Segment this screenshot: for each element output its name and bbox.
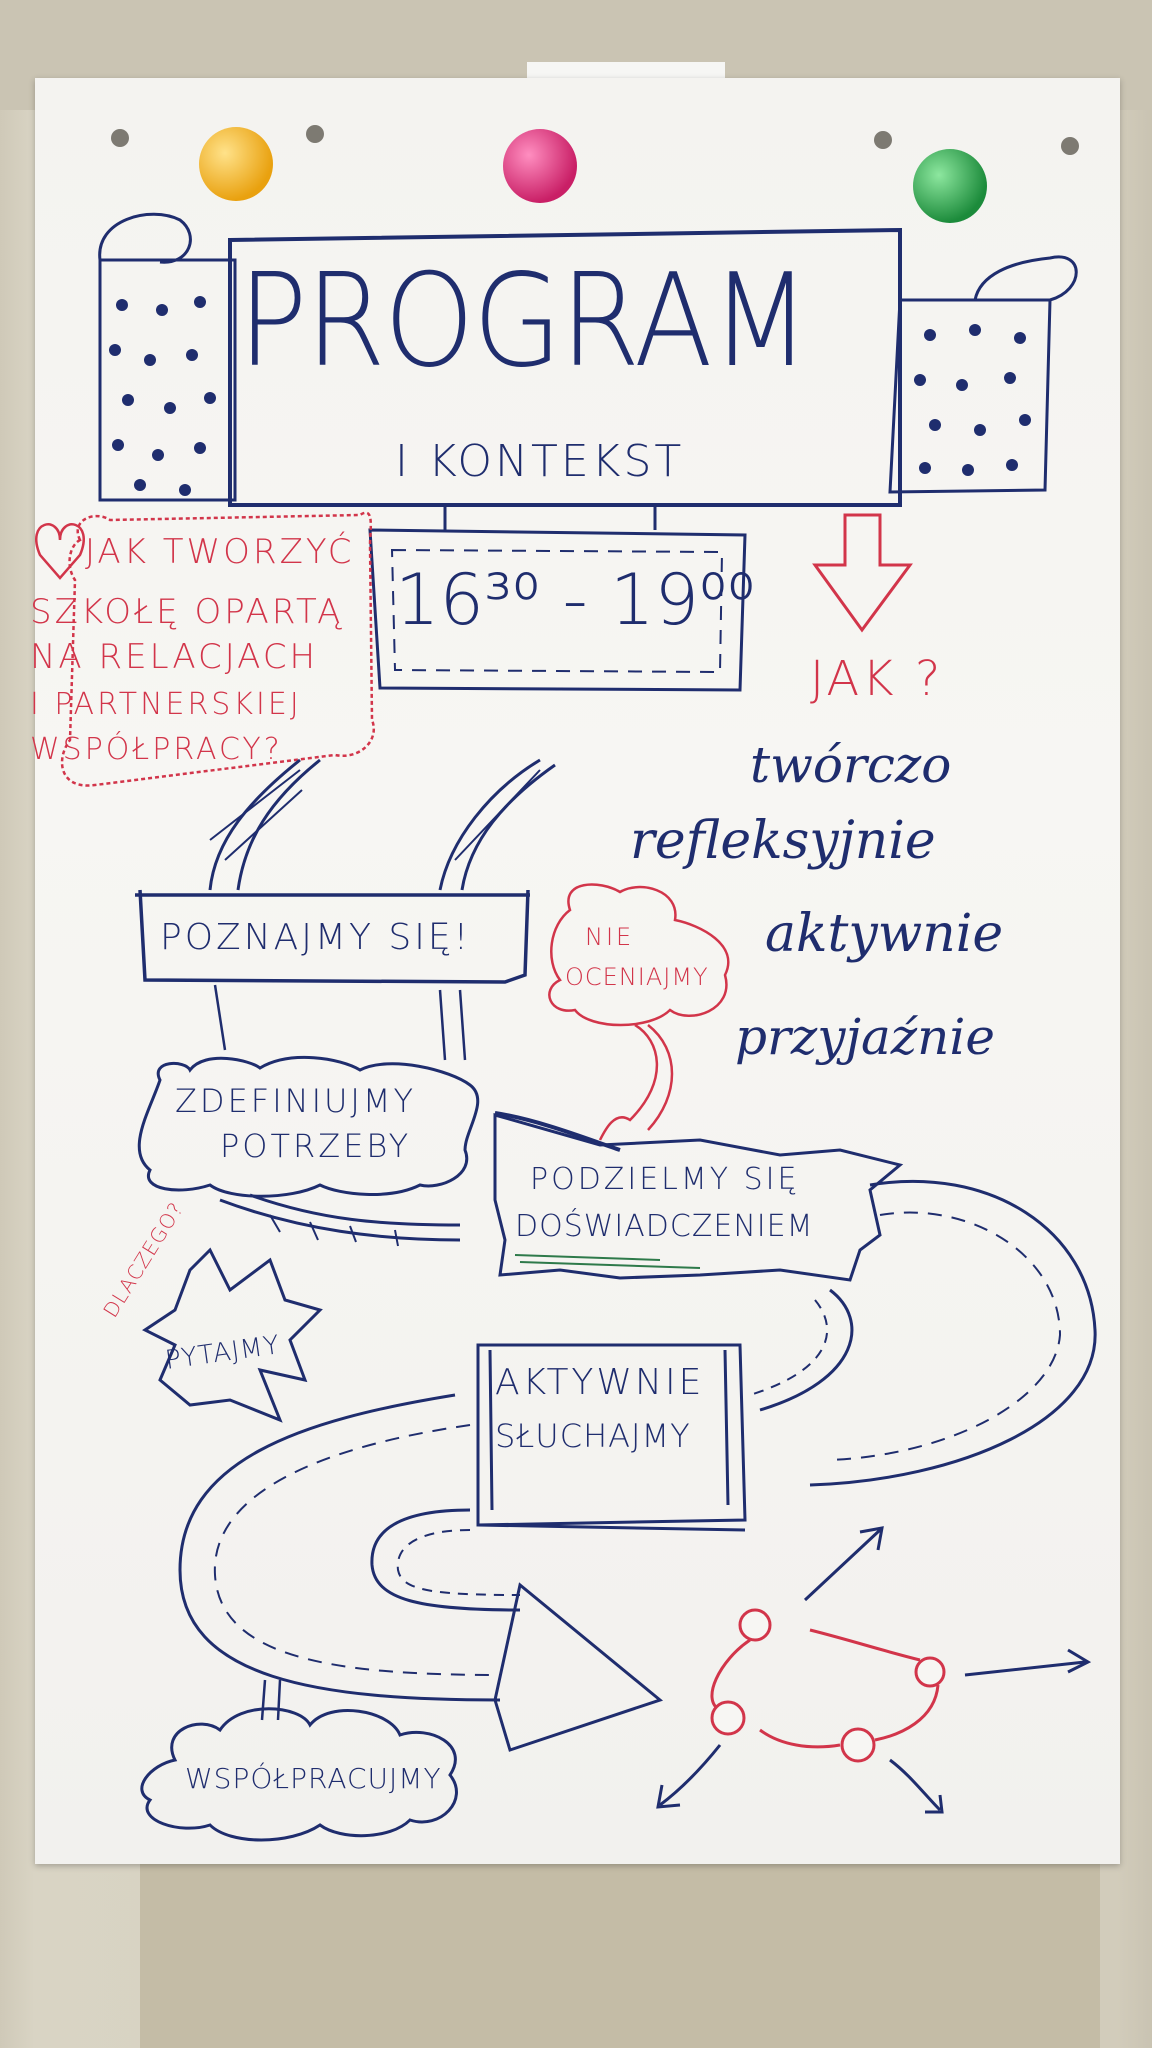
ask-burst (142, 1247, 323, 1423)
how-item-reflective: refleksyjnie (630, 811, 936, 871)
road-s (178, 1179, 1097, 1702)
road-end (260, 1679, 282, 1721)
punch-hole (306, 125, 324, 143)
person-face (710, 1608, 946, 1763)
step-meet: POZNAJMY SIĘ! (160, 917, 472, 958)
page-title: PROGRAM (238, 247, 810, 396)
step-share-line-2: DOŚWIADCZENIEM (515, 1209, 814, 1244)
how-item-active: aktywnie (765, 904, 1004, 964)
outward-arrows (656, 1526, 1092, 1814)
step-share-line-1: PODZIELMY SIĘ (530, 1162, 800, 1197)
question-line-1: JAK TWORZYĆ (85, 532, 355, 572)
road-upper (208, 758, 556, 891)
no-judge-line-1: NIE (585, 923, 635, 951)
people-network (710, 1628, 940, 1749)
road-mid (219, 1193, 461, 1247)
how-item-friendly: przyjaźnie (735, 1008, 995, 1066)
scroll-dots (109, 296, 1031, 496)
flipchart-sheet (35, 78, 1120, 1864)
punch-hole (874, 131, 892, 149)
cooperate-cloud (140, 1707, 458, 1842)
question-cloud (35, 511, 375, 787)
time-range: 16³⁰ - 19⁰⁰ (395, 559, 756, 641)
time-box (368, 505, 747, 692)
question-line-3: NA RELACJACH (30, 637, 319, 677)
banner-scroll (98, 212, 1078, 507)
question-line-4: I PARTNERSKIEJ (30, 687, 302, 722)
question-line-2: SZKOŁĘ OPARTĄ (30, 592, 344, 632)
step-listen-line-2: SŁUCHAJMY (495, 1417, 691, 1455)
question-line-5: WSPÓŁPRACY? (30, 732, 283, 767)
how-item-creative: twórczo (750, 736, 952, 794)
subtitle: I KONTEKST (395, 436, 685, 487)
how-label: JAK ? (810, 651, 944, 707)
magnet-pink (503, 129, 577, 203)
share-burst (493, 1111, 904, 1282)
step-needs-line-2: POTRZEBY (220, 1127, 412, 1165)
no-judge-cloud (548, 883, 730, 1141)
punch-hole (1061, 137, 1079, 155)
step-cooperate: WSPÓŁPRACUJMY (185, 1762, 442, 1795)
meet-box (135, 889, 530, 1061)
magnet-yellow (199, 127, 273, 201)
step-needs-line-1: ZDEFINIUJMY (175, 1082, 417, 1120)
board-frame (140, 1860, 1100, 2048)
big-arrow (493, 1582, 664, 1752)
no-judge-line-2: OCENIAJMY (565, 963, 709, 991)
listen-box (476, 1343, 747, 1532)
needs-cloud (137, 1056, 480, 1198)
step-listen-line-1: AKTYWNIE (495, 1362, 705, 1403)
punch-hole (111, 129, 129, 147)
magnet-green (913, 149, 987, 223)
down-arrow (812, 513, 913, 633)
